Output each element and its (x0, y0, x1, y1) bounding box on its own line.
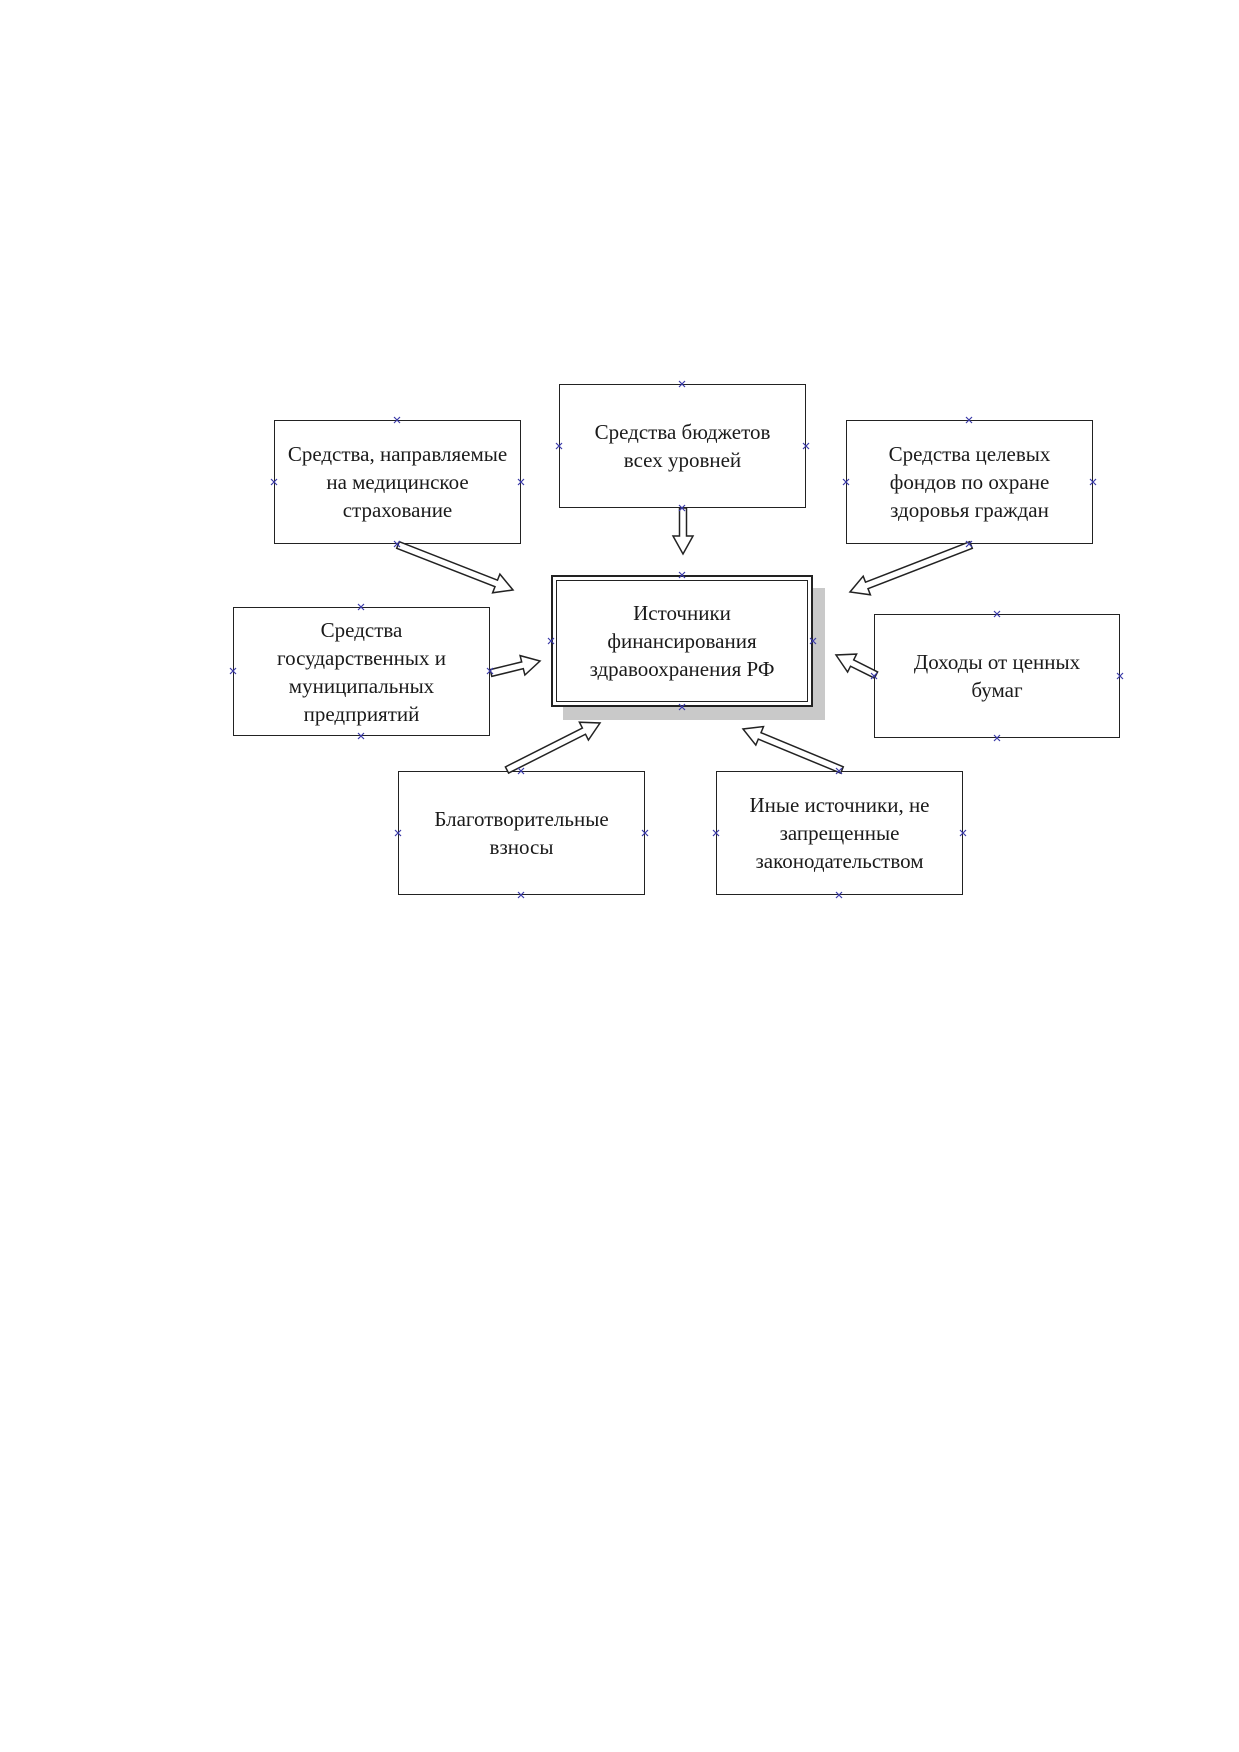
arrow-enterprises-to-center (489, 654, 542, 678)
box-budget-funds: Средства бюджетов всех уровней (559, 384, 806, 508)
box-enterprise-funds: Средства государственных и муниципальных… (233, 607, 490, 736)
arrow-budgets-to-center (671, 507, 695, 556)
arrow-charity-to-center (504, 721, 602, 775)
center-box-healthcare-financing: Источники финансирования здравоохранения… (551, 575, 813, 707)
arrow-insurance-to-center (395, 540, 515, 594)
box-charity: Благотворительные взносы (398, 771, 645, 895)
arrow-other-to-center (741, 725, 845, 775)
arrow-target-funds-to-center (848, 540, 974, 596)
box-other-sources: Иные источники, не запрещенные законодат… (716, 771, 963, 895)
arrow-securities-to-center (834, 653, 879, 680)
box-target-funds: Средства целевых фондов по охране здоров… (846, 420, 1093, 544)
box-securities-income: Доходы от ценных бумаг (874, 614, 1120, 738)
box-insurance-funds: Средства, направляемые на медицинское ст… (274, 420, 521, 544)
